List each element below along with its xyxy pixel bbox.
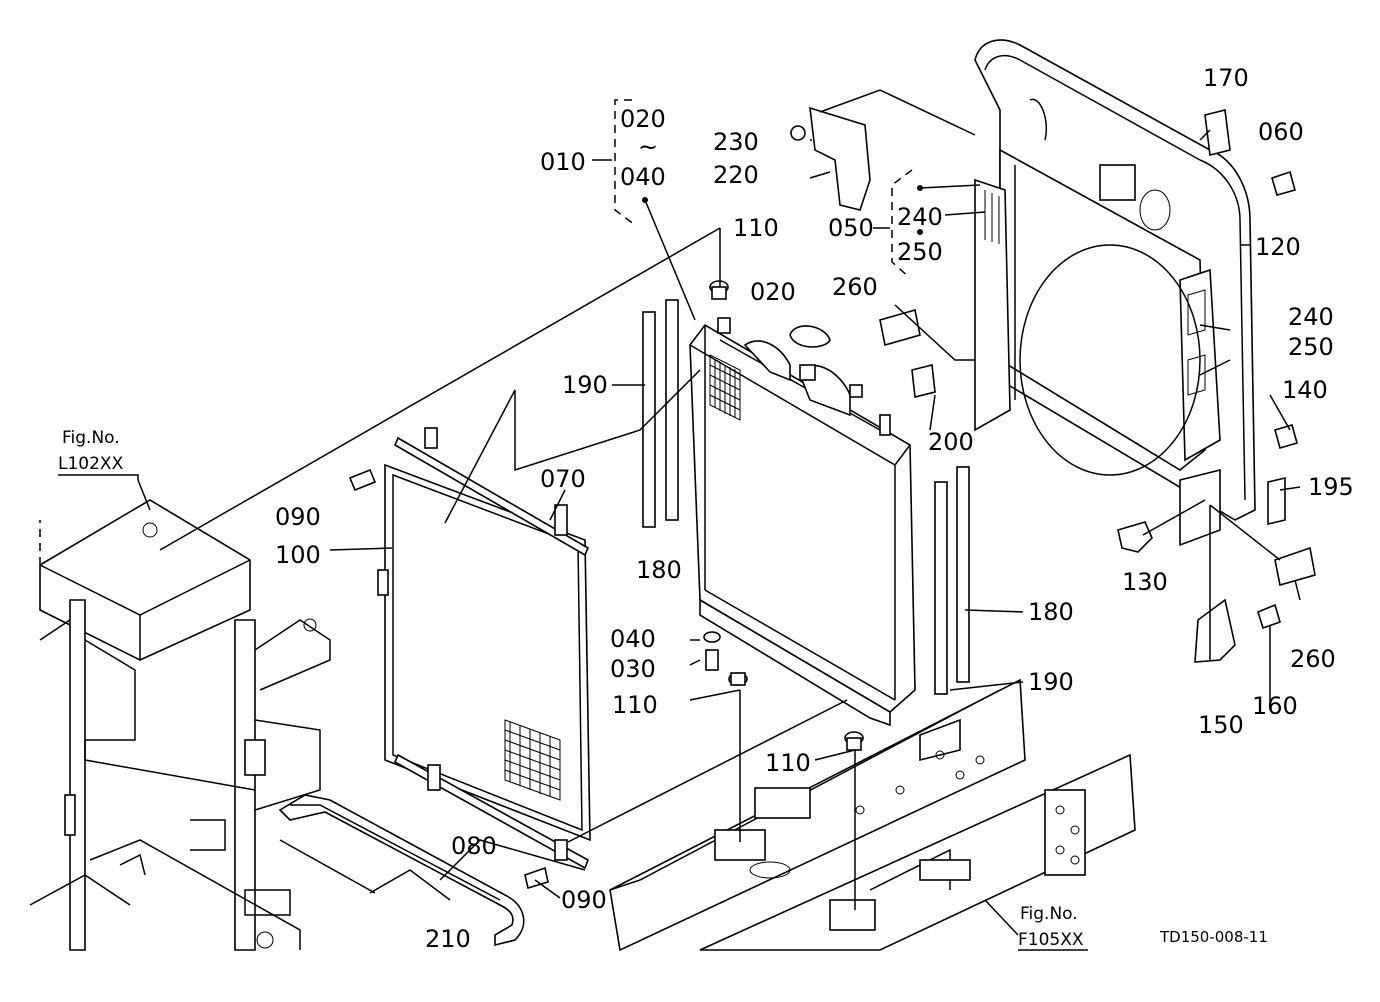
label-030: 030 (610, 655, 656, 683)
label-160: 160 (1252, 692, 1298, 720)
chassis-frame-assembly (609, 678, 1136, 952)
label-040: 040 (610, 625, 656, 653)
label-040-top: 040 (620, 163, 666, 191)
leader-lines (137, 89, 1301, 936)
label-070: 070 (540, 465, 586, 493)
screen-panel (377, 463, 591, 842)
label-090-top: 090 (275, 503, 321, 531)
part-labels: 010 020 ~ 040 230 220 110 020 260 050 24… (275, 64, 1354, 953)
label-220: 220 (713, 161, 759, 189)
label-180-right: 180 (1028, 598, 1074, 626)
label-110-bottom: 110 (765, 749, 811, 777)
label-200: 200 (928, 428, 974, 456)
seal-strips (642, 299, 970, 695)
label-195: 195 (1308, 473, 1354, 501)
label-110-mid: 110 (612, 691, 658, 719)
figref-right-title: Fig.No. (1020, 904, 1078, 924)
label-130: 130 (1122, 568, 1168, 596)
label-250-right: 250 (1288, 333, 1334, 361)
label-210: 210 (425, 925, 471, 953)
label-020-top: 020 (620, 105, 666, 133)
label-090-bottom: 090 (561, 886, 607, 914)
label-020: 020 (750, 278, 796, 306)
figref-left-code: L102XX (58, 454, 124, 474)
label-250-left: 250 (897, 238, 943, 266)
label-120: 120 (1255, 233, 1301, 261)
label-tilde: ~ (638, 133, 658, 161)
label-060: 060 (1258, 118, 1304, 146)
hardware (348, 106, 1316, 890)
label-230: 230 (713, 128, 759, 156)
label-010: 010 (540, 148, 586, 176)
radiator (689, 317, 916, 727)
label-260-top: 260 (832, 273, 878, 301)
label-080: 080 (451, 832, 497, 860)
figref-left-title: Fig.No. (62, 428, 120, 448)
figref-right-code: F105XX (1018, 930, 1084, 950)
label-190-left: 190 (562, 371, 608, 399)
label-170: 170 (1203, 64, 1249, 92)
upper-bracket (393, 427, 590, 557)
hose-210 (278, 794, 525, 947)
label-240-left: 240 (897, 203, 943, 231)
left-frame-assembly (29, 499, 331, 951)
lower-bracket (393, 753, 589, 870)
label-100: 100 (275, 541, 321, 569)
label-190-right: 190 (1028, 668, 1074, 696)
label-240-right: 240 (1288, 303, 1334, 331)
figure-references: Fig.No. L102XX Fig.No. F105XX TD150-008-… (58, 428, 1268, 951)
label-260-bottom: 260 (1290, 645, 1336, 673)
drawing-code: TD150-008-11 (1159, 928, 1268, 946)
label-110-top: 110 (733, 214, 779, 242)
label-180-left: 180 (636, 556, 682, 584)
label-150: 150 (1198, 711, 1244, 739)
label-050: 050 (828, 214, 874, 242)
fan-shroud (974, 39, 1256, 547)
label-140: 140 (1282, 376, 1328, 404)
